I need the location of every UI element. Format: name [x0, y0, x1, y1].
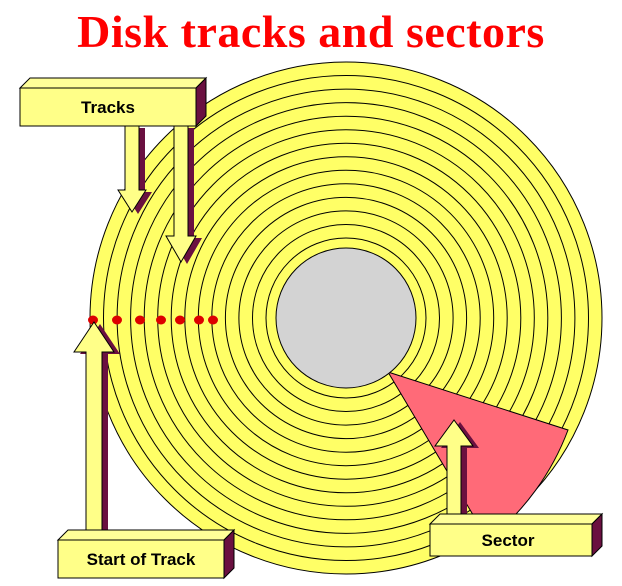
- start-marker: [156, 315, 166, 325]
- disk-track: [130, 102, 562, 534]
- disk-track: [103, 75, 589, 561]
- up-arrow-icon: [434, 419, 474, 525]
- disk-track: [170, 142, 522, 494]
- start-of-track-label: Start of Track: [87, 550, 196, 569]
- disk-track: [252, 224, 440, 412]
- start-marker: [112, 315, 122, 325]
- disk-track: [224, 196, 468, 440]
- disk-track: [238, 210, 454, 426]
- track-arrow-icon: [117, 125, 147, 213]
- start-marker: [175, 315, 185, 325]
- start-marker: [88, 315, 98, 325]
- start-marker: [194, 315, 204, 325]
- start-of-track-callout: Start of Track: [56, 321, 236, 580]
- tracks-label: Tracks: [81, 98, 135, 117]
- sector-label: Sector: [482, 531, 535, 550]
- up-arrow-icon: [73, 321, 115, 541]
- track-arrow-icon: [165, 125, 197, 264]
- tracks-callout: Tracks: [18, 76, 208, 264]
- start-marker: [208, 315, 218, 325]
- start-marker: [135, 315, 145, 325]
- disk-hub: [275, 247, 417, 389]
- sector-callout: Sector: [428, 419, 604, 558]
- diagram-title: Disk tracks and sectors: [77, 6, 545, 57]
- disk-track: [184, 156, 508, 480]
- start-of-track-markers: [88, 315, 218, 325]
- disk-track: [265, 237, 427, 399]
